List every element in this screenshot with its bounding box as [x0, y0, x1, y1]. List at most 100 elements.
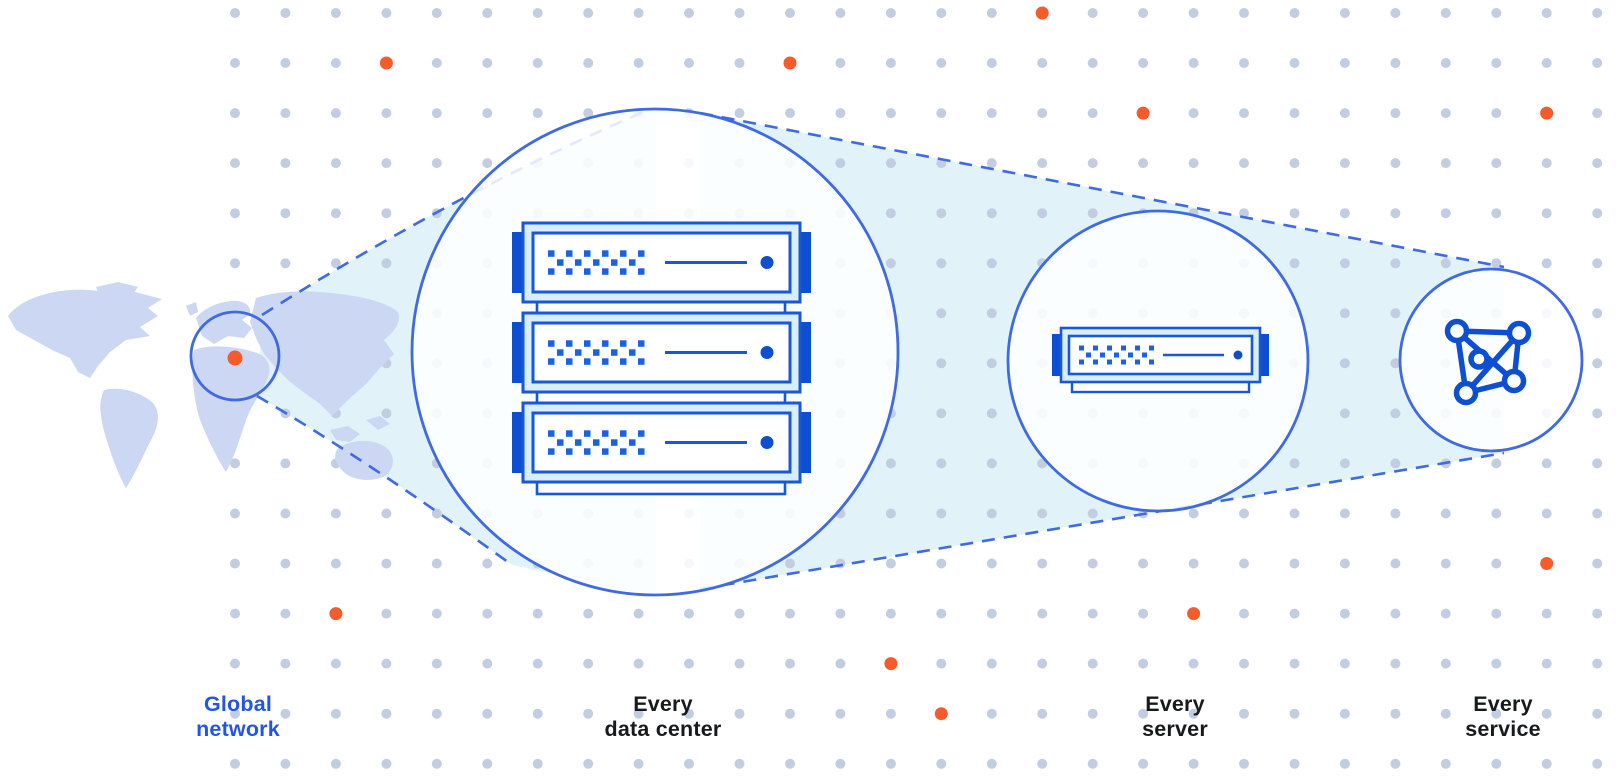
grid-dot	[936, 208, 947, 219]
grid-dot	[835, 158, 846, 169]
grid-dot	[1592, 8, 1603, 18]
grid-dot	[1390, 358, 1401, 369]
grid-dot	[986, 258, 997, 269]
map-uk	[186, 302, 198, 316]
grid-dot	[835, 108, 846, 119]
grid-dot	[885, 758, 896, 769]
grid-dot	[1289, 58, 1300, 68]
grid-dot	[532, 58, 543, 68]
grid-dot	[431, 58, 442, 68]
grid-dot	[1491, 8, 1502, 18]
grid-dot	[230, 8, 240, 18]
grid-dot	[986, 608, 997, 619]
server-rack	[512, 221, 811, 496]
grid-dot	[1188, 58, 1199, 68]
grid-dot	[1541, 8, 1552, 18]
grid-dot	[1390, 758, 1401, 769]
grid-dot	[986, 408, 997, 419]
grid-dot	[431, 8, 442, 18]
grid-dot	[986, 508, 997, 519]
grid-dot	[1440, 58, 1451, 68]
grid-dot	[936, 8, 947, 18]
grid-dot	[1390, 658, 1401, 669]
grid-dot	[734, 8, 745, 18]
grid-dot	[381, 558, 392, 569]
grid-dot	[936, 558, 947, 569]
grid-dot	[986, 458, 997, 469]
grid-dot	[1592, 408, 1603, 419]
grid-dot	[1440, 8, 1451, 18]
grid-dot	[835, 758, 846, 769]
grid-dot	[1541, 708, 1552, 719]
grid-dot	[583, 708, 594, 719]
grid-dot	[280, 508, 291, 519]
grid-dot	[1440, 108, 1451, 119]
grid-dot	[1592, 58, 1603, 68]
server-face	[531, 231, 792, 294]
grid-dot	[330, 58, 341, 68]
grid-dot	[936, 458, 947, 469]
label-line: Every	[1145, 692, 1205, 716]
map-australia	[335, 440, 393, 480]
label-global-network: Global network	[196, 692, 280, 742]
grid-dot	[1390, 308, 1401, 319]
grid-dot	[1440, 258, 1451, 269]
grid-dot	[1592, 558, 1603, 569]
grid-dot	[1087, 58, 1098, 68]
grid-dot	[885, 208, 896, 219]
grid-dot	[431, 658, 442, 669]
grid-dot	[280, 658, 291, 669]
server-pixel-pattern	[548, 340, 645, 365]
grid-dot	[1491, 108, 1502, 119]
grid-dot	[230, 458, 240, 469]
grid-dot	[1491, 508, 1502, 519]
grid-dot	[482, 8, 493, 18]
grid-dot	[1541, 158, 1552, 169]
grid-dot	[1491, 758, 1502, 769]
grid-dot	[1087, 508, 1098, 519]
grid-dot	[1440, 658, 1451, 669]
grid-dot	[381, 508, 392, 519]
grid-dot	[482, 158, 493, 169]
grid-dot	[381, 608, 392, 619]
label-every-server: Every server	[1142, 692, 1208, 742]
grid-dot	[330, 658, 341, 669]
grid-dot	[936, 358, 947, 369]
grid-dot	[633, 608, 644, 619]
label-line: Every	[633, 692, 693, 716]
grid-dot	[785, 558, 795, 569]
grid-dot	[1339, 458, 1350, 469]
grid-dot	[1087, 708, 1098, 719]
grid-dot	[1592, 658, 1603, 669]
grid-dot	[280, 8, 291, 18]
grid-dot	[1440, 208, 1451, 219]
grid-dot	[1289, 208, 1300, 219]
grid-dot	[1491, 658, 1502, 669]
grid-dot	[1037, 558, 1048, 569]
grid-dot	[431, 108, 442, 119]
guide-upper-datacenter-to-service	[699, 111, 1505, 269]
grid-dot	[1289, 558, 1300, 569]
grid-dot	[1188, 158, 1199, 169]
grid-dot	[1037, 758, 1048, 769]
map-africa	[192, 346, 270, 472]
grid-dot	[1289, 658, 1300, 669]
accent-dot	[1035, 6, 1049, 20]
label-line: Global	[203, 692, 273, 716]
grid-dot	[1592, 308, 1603, 319]
grid-dot	[230, 658, 240, 669]
grid-dot	[986, 708, 997, 719]
grid-dot	[1087, 758, 1098, 769]
grid-dot	[280, 608, 291, 619]
server-chassis	[512, 401, 811, 484]
label-line: service	[1465, 717, 1541, 741]
grid-dot	[1339, 508, 1350, 519]
grid-dot	[1239, 708, 1249, 719]
grid-dot	[1390, 208, 1401, 219]
map-asia	[250, 291, 400, 416]
accent-dot	[1136, 106, 1150, 120]
grid-dot	[936, 508, 947, 519]
grid-dot	[1390, 508, 1401, 519]
grid-dot	[1440, 608, 1451, 619]
